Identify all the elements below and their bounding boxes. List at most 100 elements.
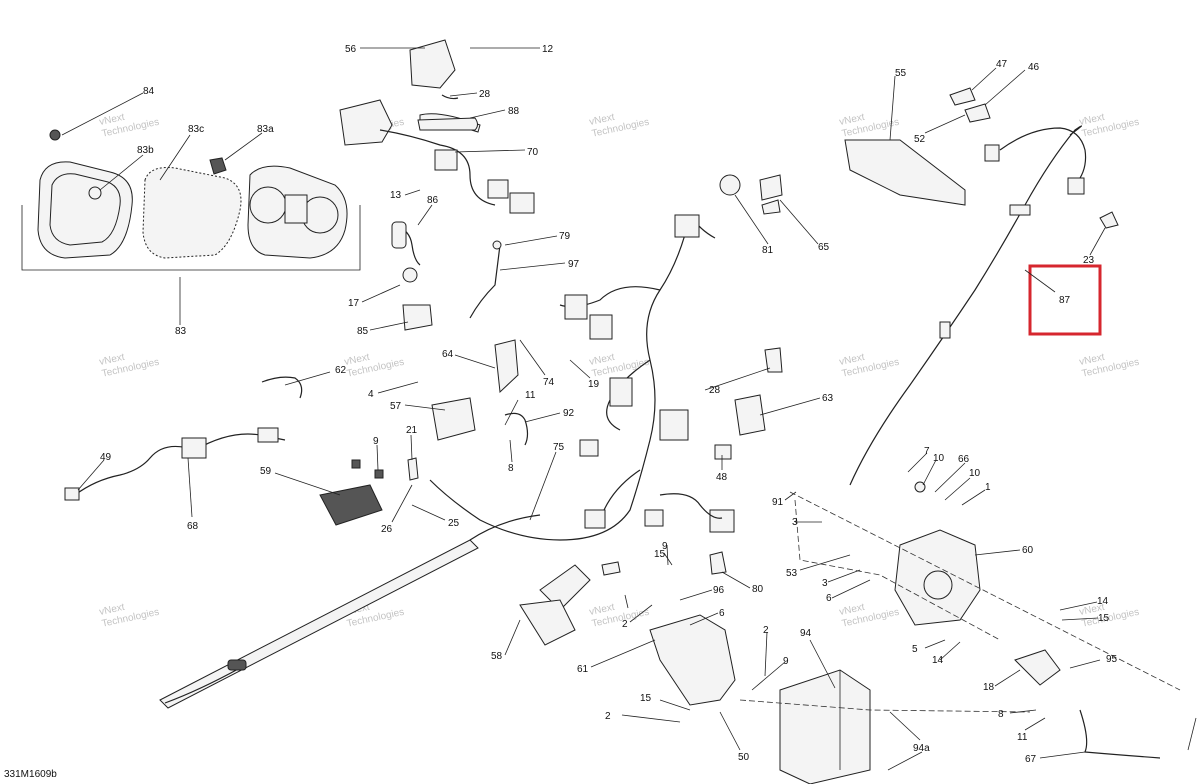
callout: 79 (559, 231, 571, 242)
callout: 97 (568, 259, 580, 270)
callout: 19 (588, 379, 600, 390)
svg-text:vNext: vNext (1078, 602, 1106, 618)
long-cable (159, 514, 541, 709)
callout: 3 (792, 517, 798, 528)
main-harness (429, 214, 735, 541)
callout: 83c (188, 124, 204, 135)
callout: 46 (1028, 62, 1040, 73)
callout: 2 (763, 625, 769, 636)
callout: 92 (563, 408, 575, 419)
sensor-coil (391, 221, 433, 331)
short-wire (261, 376, 303, 399)
callout: 83b (137, 145, 154, 156)
callout: 95 (1106, 654, 1118, 665)
callout: 65 (818, 242, 830, 253)
svg-text:vNext: vNext (588, 112, 616, 128)
callout: 47 (996, 59, 1008, 70)
installation-axes (739, 491, 1181, 713)
mounting-bracket (649, 614, 736, 706)
switch-housing (339, 39, 535, 214)
gauge-cluster-group (21, 129, 361, 271)
callout: 11 (525, 390, 536, 401)
callout: 28 (479, 89, 491, 100)
callout: 2 (605, 711, 611, 722)
callout: 62 (335, 365, 347, 376)
callout: 49 (100, 452, 112, 463)
callout: 60 (1022, 545, 1034, 556)
callout: 66 (958, 454, 970, 465)
callout: 58 (491, 651, 503, 662)
callout: 64 (442, 349, 454, 360)
callout: 2 (622, 619, 628, 630)
callout-87: 87 (1059, 295, 1071, 306)
fuse-holder (844, 87, 991, 206)
callout: 21 (406, 425, 418, 436)
callout: 75 (553, 442, 565, 453)
callout: 88 (508, 106, 520, 117)
callout: 67 (1025, 754, 1037, 765)
callout: 48 (716, 472, 728, 483)
callout: 81 (762, 245, 774, 256)
callout: 28 (709, 385, 721, 396)
callout: 11 (1017, 732, 1028, 743)
callout: 57 (390, 401, 402, 412)
svg-text:vNext: vNext (343, 352, 371, 368)
svg-text:vNext: vNext (98, 352, 126, 368)
rear-sensor (1014, 649, 1161, 759)
callout: 5 (912, 644, 918, 655)
part-drawings (21, 39, 1181, 784)
svg-text:vNext: vNext (98, 602, 126, 618)
callout: 85 (357, 326, 369, 337)
callout: 10 (933, 453, 945, 464)
svg-text:vNext: vNext (838, 112, 866, 128)
svg-text:vNext: vNext (1078, 112, 1106, 128)
callout: 7 (924, 446, 930, 457)
callout: 63 (822, 393, 834, 404)
callout: 9 (783, 656, 789, 667)
callout: 86 (427, 195, 439, 206)
callout: 80 (752, 584, 764, 595)
callout: 70 (527, 147, 539, 158)
controller-module (319, 484, 383, 526)
svg-text:vNext: vNext (1078, 352, 1106, 368)
callout: 8 (508, 463, 514, 474)
callout: 55 (895, 68, 907, 79)
callout: 25 (448, 518, 460, 529)
right-harness (849, 125, 1119, 486)
callout: 50 (738, 752, 750, 763)
callout: 91 (772, 497, 784, 508)
callout: 96 (713, 585, 725, 596)
callout-labels: 56 12 28 88 70 13 86 84 83c 83a 83b 83 7… (100, 44, 1118, 765)
svg-text:vNext: vNext (838, 602, 866, 618)
callout: 6 (826, 593, 832, 604)
callout: 15 (640, 693, 652, 704)
switch-pair (719, 174, 783, 215)
svg-text:vNext: vNext (98, 112, 126, 128)
throttle-body (894, 529, 981, 626)
callout: 15 (654, 549, 666, 560)
callout: 6 (719, 608, 725, 619)
callout: 9 (662, 541, 668, 552)
callout: 12 (542, 44, 554, 55)
svg-text:vNext: vNext (588, 602, 616, 618)
leader-lines (61, 47, 1197, 771)
callout: 59 (260, 466, 272, 477)
callout: 1 (985, 482, 991, 493)
callout: 56 (345, 44, 357, 55)
ecu-box (779, 669, 871, 784)
callout: 14 (932, 655, 944, 666)
harness-left (64, 427, 286, 501)
callout: 84 (143, 86, 155, 97)
relay-block (714, 394, 766, 460)
callout: 9 (373, 436, 379, 447)
callout: 52 (914, 134, 926, 145)
drawing-reference: 331M1609b (4, 769, 57, 780)
